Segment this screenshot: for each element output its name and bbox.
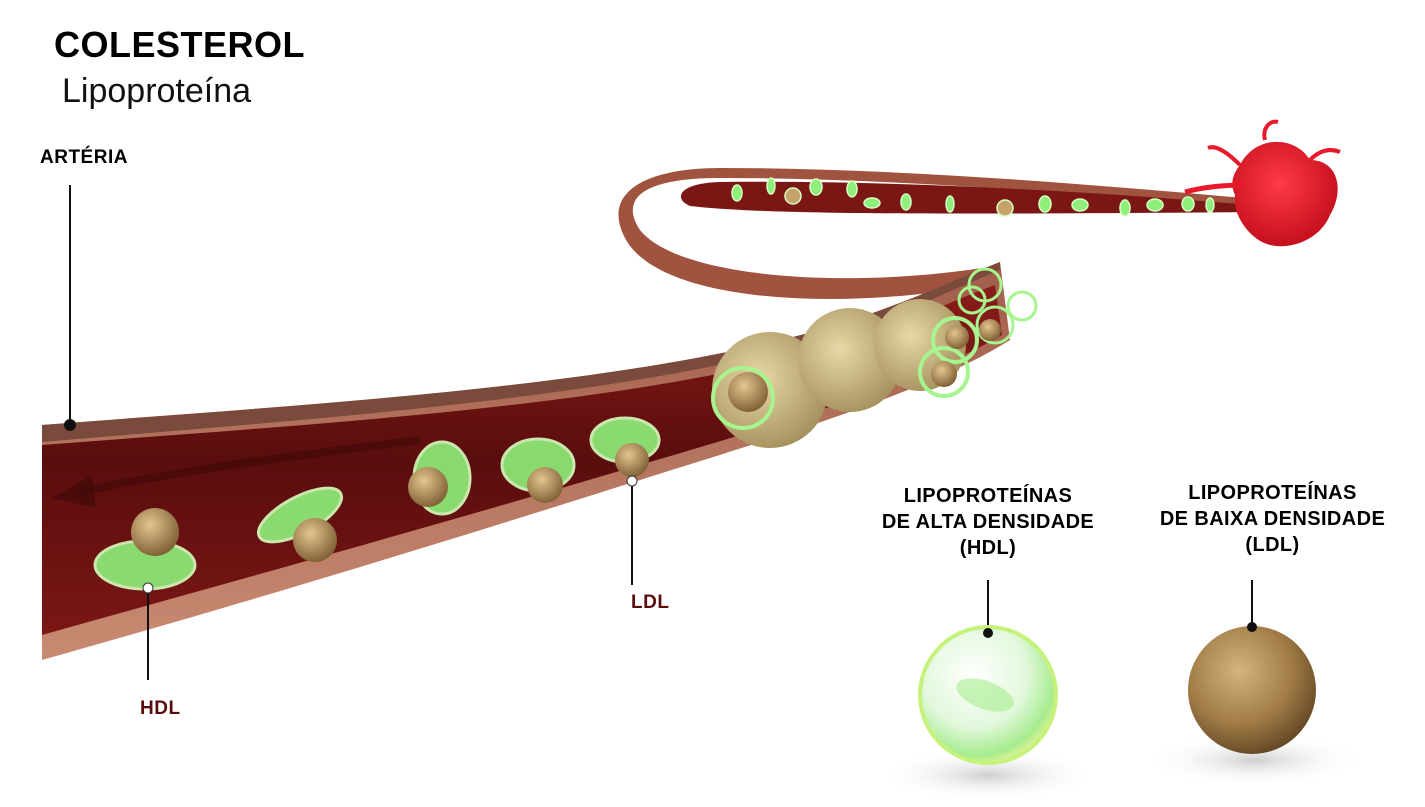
page-title: COLESTEROL [54,24,306,65]
page-subtitle: Lipoproteína [62,72,252,110]
hdl-caption-line2: DE ALTA DENSIDADE [881,511,1095,533]
hdl-label: HDL [140,698,181,719]
artery-pointer-dot [64,419,76,431]
ldl-label: LDL [631,592,670,613]
artery-rim [42,262,1000,442]
ldl-sphere [1188,626,1316,754]
artery-tail-lumen [680,181,1262,214]
hdl-caption-line3: (HDL) [959,537,1017,559]
ldl-pointer-dot [626,475,638,487]
ldl-particles [131,319,1001,562]
hdl-caption: LIPOPROTEÍNAS DE ALTA DENSIDADE (HDL) [858,483,1118,561]
ldl-sphere-dot [1247,622,1257,632]
hdl-caption-line1: LIPOPROTEÍNAS [903,485,1073,507]
ldl-sphere-shadow [1145,734,1365,786]
hdl-pointer-dot [142,582,154,594]
flow-arrowhead [52,475,96,508]
heart-icon [1184,119,1341,247]
hdl-sphere-shadow [878,749,1098,801]
hdl-sphere-dot [983,628,993,638]
artery-label: ARTÉRIA [40,147,128,168]
ldl-caption-line3: (LDL) [1245,534,1300,556]
ldl-caption-line1: LIPOPROTEÍNAS [1188,482,1357,504]
tail-particles [731,177,1215,217]
ldl-caption: LIPOPROTEÍNAS DE BAIXA DENSIDADE (LDL) [1140,480,1405,558]
flow-arrow [79,436,421,496]
ldl-caption-line2: DE BAIXA DENSIDADE [1159,508,1386,530]
hdl-sphere-inner [956,678,1014,712]
leader-lines [69,185,1253,680]
